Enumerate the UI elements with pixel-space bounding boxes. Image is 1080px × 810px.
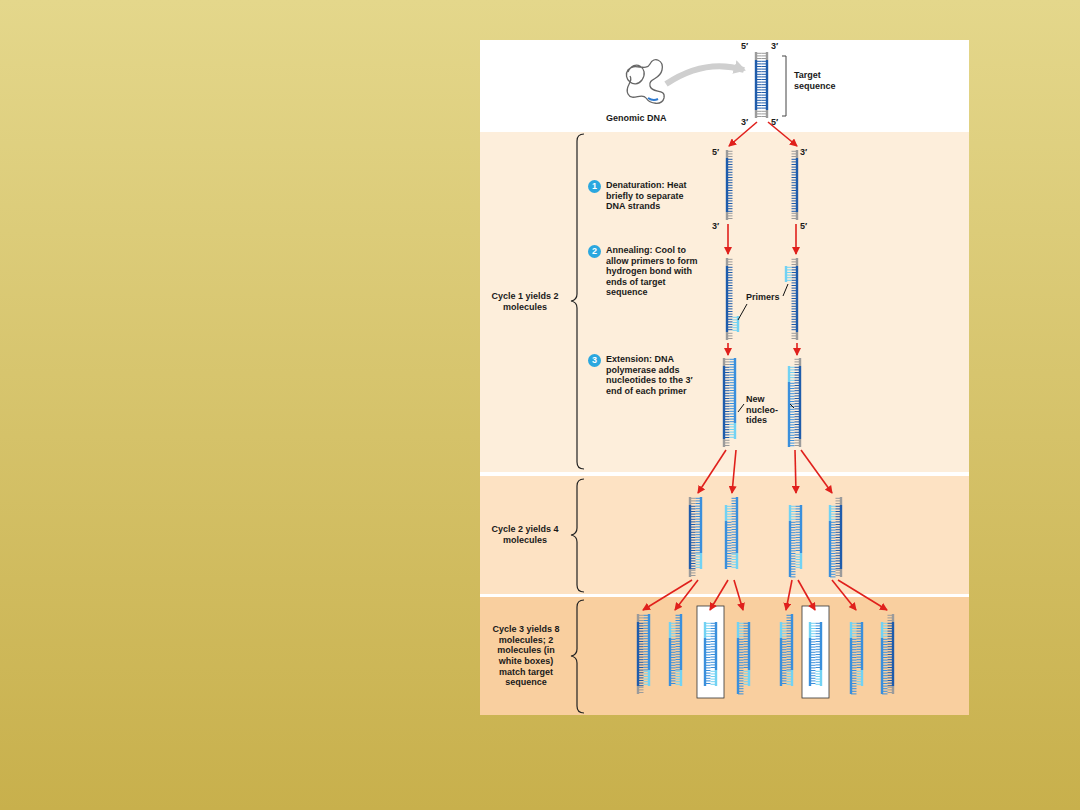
dna-strand bbox=[851, 622, 857, 694]
figure-panel bbox=[480, 40, 969, 715]
cycle-label: Cycle 3 yields 8 molecules; 2 molecules … bbox=[486, 624, 566, 687]
step-description: Extension: DNA polymerase adds nucleotid… bbox=[606, 354, 698, 396]
dna-strand bbox=[789, 366, 795, 447]
zoom-arrow bbox=[666, 66, 744, 84]
annotation-label: 5′ bbox=[741, 41, 748, 52]
genomic-dna-coil bbox=[626, 60, 664, 104]
flow-arrow bbox=[732, 450, 736, 493]
dna-strand bbox=[756, 52, 762, 118]
annotation-label: 5′ bbox=[771, 117, 778, 128]
flow-arrow bbox=[801, 450, 832, 493]
dna-strand bbox=[792, 150, 798, 220]
cycle-braces bbox=[571, 134, 584, 713]
flow-arrow bbox=[838, 580, 887, 610]
flow-arrow bbox=[786, 580, 792, 610]
dna-strand bbox=[711, 622, 717, 686]
step-number-text: 1 bbox=[592, 181, 597, 191]
dna-strand bbox=[726, 505, 732, 569]
dna-strand bbox=[730, 358, 736, 439]
dna-strand bbox=[796, 505, 802, 569]
dna-strand bbox=[727, 258, 733, 340]
cycle-band: Cycle 3 yields 8 molecules; 2 molecules … bbox=[480, 597, 969, 715]
step-number-text: 3 bbox=[592, 355, 597, 365]
annotation-label: 3′ bbox=[741, 117, 748, 128]
target-match-box bbox=[802, 606, 829, 698]
dna-strand bbox=[810, 622, 816, 686]
leader-line bbox=[738, 404, 744, 412]
dna-strand bbox=[705, 622, 711, 686]
dna-strand bbox=[816, 622, 822, 686]
cycle-band-ground bbox=[480, 476, 969, 594]
cycle-label: Cycle 1 yields 2 molecules bbox=[490, 291, 560, 312]
step-number: 3 bbox=[588, 354, 601, 367]
dna-strand bbox=[836, 497, 842, 577]
dna-strand bbox=[787, 614, 793, 686]
dna-strand bbox=[676, 614, 682, 686]
leader-line bbox=[738, 304, 747, 320]
flow-arrow bbox=[675, 580, 698, 610]
flow-arrow bbox=[795, 450, 796, 493]
annotation-label: 3′ bbox=[771, 41, 778, 52]
dna-strand bbox=[790, 505, 796, 577]
annotation-label: Genomic DNA bbox=[606, 113, 667, 124]
dna-strand bbox=[882, 622, 888, 694]
flow-arrow bbox=[727, 224, 729, 254]
cycle-band: Cycle 2 yields 4 molecules bbox=[480, 476, 969, 594]
dna-strand bbox=[786, 266, 792, 282]
annotation-label: 5′ bbox=[800, 221, 807, 232]
annotation-label: 3′ bbox=[712, 221, 719, 232]
step-description: Annealing: Cool to allow primers to form… bbox=[606, 245, 698, 298]
flow-arrow bbox=[710, 580, 728, 610]
flow-arrow bbox=[643, 580, 692, 610]
dna-strand bbox=[762, 52, 768, 118]
step-number: 1 bbox=[588, 180, 601, 193]
dna-strand bbox=[795, 358, 801, 447]
step-number: 2 bbox=[588, 245, 601, 258]
target-bracket bbox=[782, 56, 786, 116]
dna-strand bbox=[857, 622, 863, 686]
dna-strand bbox=[727, 150, 733, 220]
dna-strand bbox=[638, 614, 644, 694]
dna-strand bbox=[644, 614, 650, 686]
dna-strand bbox=[690, 497, 696, 577]
dna-strand bbox=[724, 358, 730, 447]
flow-arrow bbox=[698, 450, 726, 493]
cycle-band-ground bbox=[480, 132, 969, 472]
dna-strand bbox=[888, 614, 894, 694]
cycle-band: Cycle 1 yields 2 molecules 1 2 3 bbox=[480, 132, 969, 472]
dna-strand bbox=[738, 622, 744, 694]
cycle-label: Cycle 2 yields 4 molecules bbox=[490, 524, 560, 545]
leader-line bbox=[790, 404, 794, 408]
target-match-box bbox=[697, 606, 724, 698]
flow-arrow bbox=[798, 580, 815, 610]
flow-arrow bbox=[796, 343, 798, 355]
dna-strand bbox=[744, 622, 750, 686]
dna-strand bbox=[670, 622, 676, 686]
leader-line bbox=[783, 284, 788, 296]
annotation-label: Target sequence bbox=[794, 70, 854, 91]
step-description: Denaturation: Heat briefly to separate D… bbox=[606, 180, 698, 212]
dna-strand bbox=[696, 497, 702, 569]
cycle-band-ground bbox=[480, 597, 969, 715]
annotation-label: Primers bbox=[746, 292, 780, 303]
dna-strand bbox=[781, 622, 787, 686]
step-number-text: 2 bbox=[592, 246, 597, 256]
flow-arrow bbox=[795, 224, 797, 254]
dna-strand bbox=[792, 258, 798, 340]
annotation-label: New nucleo- tides bbox=[746, 394, 788, 426]
annotation-label: 5′ bbox=[712, 147, 719, 158]
flow-arrow bbox=[734, 580, 743, 610]
dna-strand bbox=[732, 497, 738, 569]
annotation-label: 3′ bbox=[800, 147, 807, 158]
dna-strand bbox=[830, 505, 836, 577]
flow-arrow bbox=[727, 343, 729, 355]
dna-strand bbox=[733, 316, 739, 332]
